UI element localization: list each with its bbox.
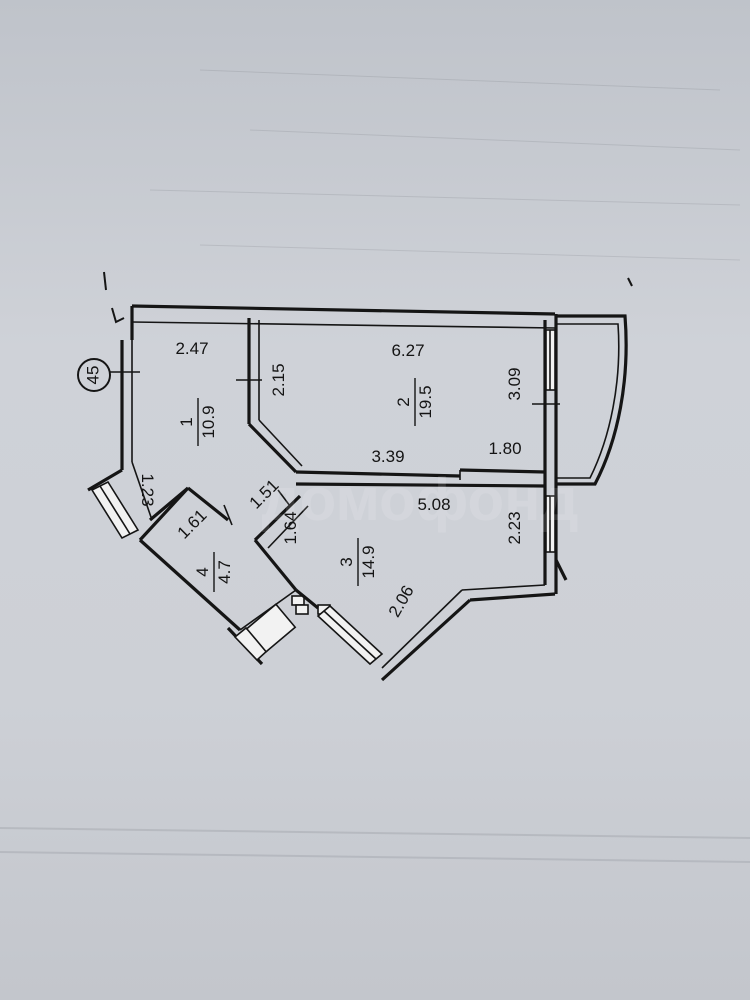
- room-label-4: 4 4.7: [193, 552, 234, 592]
- room-number: 2: [394, 397, 413, 406]
- background-scan-texture: [0, 69, 750, 863]
- interior-walls: [148, 318, 546, 631]
- axis-marker: 45: [77, 358, 111, 392]
- dimension-3-39: 3.39: [371, 447, 404, 466]
- dimension-2-47: 2.47: [175, 339, 208, 358]
- dimension-2-23: 2.23: [505, 511, 524, 544]
- dimension-2-15: 2.15: [269, 363, 288, 396]
- dimension-1-64: 1.64: [281, 511, 300, 544]
- dimension-5-08: 5.08: [417, 495, 450, 514]
- dimension-3-09: 3.09: [505, 367, 524, 400]
- dimension-1-80: 1.80: [488, 439, 521, 458]
- dimension-6-27: 6.27: [391, 341, 424, 360]
- room-label-2: 2 19.5: [394, 378, 435, 426]
- room-number: 3: [337, 557, 356, 566]
- room-number: 1: [177, 417, 196, 426]
- room-number: 4: [193, 567, 212, 576]
- room-area: 14.9: [359, 545, 378, 578]
- axis-marker-label: 45: [83, 366, 102, 385]
- watermark: домофонд: [262, 466, 579, 533]
- room-label-3: 3 14.9: [337, 538, 378, 586]
- room-area: 19.5: [416, 385, 435, 418]
- dimension-1-61: 1.61: [174, 506, 211, 543]
- dimension-ticks: [110, 371, 560, 526]
- room-area: 4.7: [215, 560, 234, 584]
- room-area: 10.9: [199, 405, 218, 438]
- dimension-2-06: 2.06: [385, 582, 418, 620]
- outer-walls: [87, 304, 628, 682]
- room-label-1: 1 10.9: [177, 398, 218, 446]
- corner-marks: [103, 271, 633, 324]
- dimension-1-23: 1.23: [138, 473, 157, 506]
